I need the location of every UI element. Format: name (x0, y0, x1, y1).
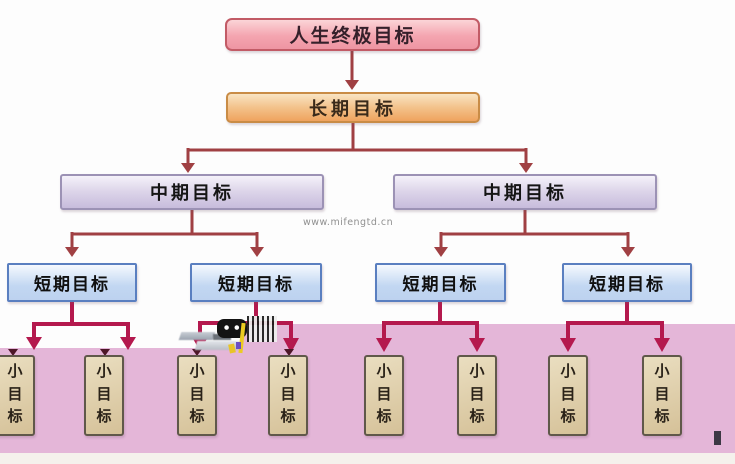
node-label: 短期目标 (34, 275, 110, 295)
node-short-term-goal-3: 短期目标 (375, 263, 506, 302)
node-long-term-goal: 长期目标 (226, 92, 480, 123)
node-small-goal-2: 小目标 (84, 355, 124, 436)
glitch-stripe-pattern (247, 316, 277, 342)
glitch-gray-shape (178, 332, 216, 340)
node-short-term-goal-2: 短期目标 (190, 263, 322, 302)
node-label: 小目标 (469, 362, 485, 425)
lower-arrowheads (26, 337, 670, 353)
node-small-goal-1: 小目标 (0, 355, 35, 436)
upper-connectors (70, 51, 630, 248)
node-label: 长期目标 (309, 98, 397, 120)
node-label: 人生终极目标 (289, 25, 416, 47)
node-label: 中期目标 (483, 183, 567, 204)
node-label: 短期目标 (402, 275, 479, 295)
node-short-term-goal-4: 短期目标 (562, 263, 692, 302)
node-label: 小目标 (280, 362, 296, 425)
watermark-text: www.mifengtd.cn (303, 217, 394, 228)
upper-arrowheads (65, 80, 635, 257)
node-label: 小目标 (560, 362, 576, 425)
node-small-goal-7: 小目标 (548, 355, 588, 436)
node-mid-term-goal-2: 中期目标 (393, 174, 657, 210)
small-box-tip-arrowheads (8, 349, 294, 356)
node-mid-term-goal-1: 中期目标 (60, 174, 324, 210)
footer-strip (0, 453, 735, 464)
node-label: 小目标 (654, 362, 670, 425)
node-label: 小目标 (189, 362, 205, 425)
node-label: 中期目标 (150, 183, 234, 204)
node-small-goal-5: 小目标 (364, 355, 404, 436)
node-small-goal-3: 小目标 (177, 355, 217, 436)
node-label: 小目标 (7, 362, 23, 425)
node-label: 小目标 (96, 362, 112, 425)
node-small-goal-8: 小目标 (642, 355, 682, 436)
node-small-goal-6: 小目标 (457, 355, 497, 436)
node-small-goal-4: 小目标 (268, 355, 308, 436)
node-label: 短期目标 (218, 275, 294, 295)
node-ultimate-life-goal: 人生终极目标 (225, 18, 480, 51)
artifact-mark (714, 431, 721, 445)
lower-connectors (32, 302, 664, 339)
glitch-purple-dot (236, 342, 241, 349)
node-short-term-goal-1: 短期目标 (7, 263, 137, 302)
node-label: 短期目标 (589, 275, 665, 295)
node-label: 小目标 (376, 362, 392, 425)
